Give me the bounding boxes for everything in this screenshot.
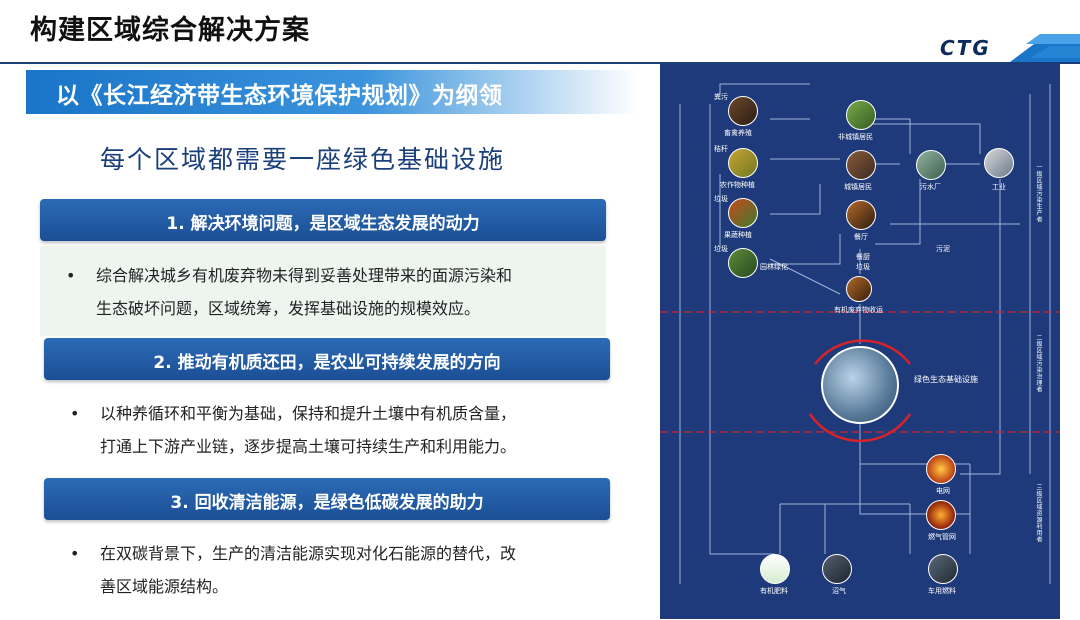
collection-icon bbox=[846, 276, 872, 302]
section-1-body: • 综合解决城乡有机废弃物未得到妥善处理带来的面源污染和 生态破坏问题，区域统筹… bbox=[66, 259, 596, 325]
section-1-body-bg bbox=[40, 246, 606, 336]
bullet: • bbox=[70, 544, 80, 563]
bullet: • bbox=[66, 266, 76, 285]
side-label-first: 一级区域污染生产者 bbox=[1035, 164, 1042, 223]
banner-text: 以《长江经济带生态环境保护规划》为纲领 bbox=[56, 83, 503, 109]
fertilizer-label: 有机肥料 bbox=[760, 587, 788, 595]
garden-icon bbox=[728, 248, 758, 278]
collection-label: 有机废弃物收运 bbox=[834, 306, 883, 314]
power-grid-label: 电网 bbox=[936, 487, 950, 495]
banner: 以《长江经济带生态环境保护规划》为纲领 bbox=[26, 70, 638, 114]
ecosystem-diagram: 畜禽养殖 粪污 农作物种植 秸秆 果蔬种植 垃圾 园林绿化 垃圾 非城镇居民 城… bbox=[660, 64, 1060, 619]
orchard-icon bbox=[728, 198, 758, 228]
straw-label: 秸秆 bbox=[714, 145, 728, 153]
section-1-heading-bar: 1. 解决环境问题，是区域生态发展的动力 bbox=[40, 199, 606, 241]
section-3-line-1: 在双碳背景下，生产的清洁能源实现对化石能源的替代，改 bbox=[100, 544, 517, 563]
gas-grid-icon bbox=[926, 500, 956, 530]
gas-grid-label: 燃气管网 bbox=[928, 533, 956, 541]
side-label-third: 三级区域资源利用者 bbox=[1035, 484, 1042, 543]
ctg-logo: CTG bbox=[930, 32, 1080, 62]
rural-residents-icon bbox=[846, 100, 876, 130]
side-label-second: 二级区域污染治理者 bbox=[1035, 334, 1042, 393]
section-2-heading: 2. 推动有机质还田，是农业可持续发展的方向 bbox=[153, 353, 501, 373]
logo-stripes-icon bbox=[1010, 34, 1080, 62]
urban-residents-label: 城镇居民 bbox=[844, 183, 872, 191]
biogas-icon bbox=[822, 554, 852, 584]
kitchen-label: 餐厨 bbox=[856, 253, 870, 261]
section-2-heading-bar: 2. 推动有机质还田，是农业可持续发展的方向 bbox=[44, 338, 610, 380]
livestock-icon bbox=[728, 96, 758, 126]
section-3-line-2: 善区域能源结构。 bbox=[100, 577, 229, 596]
logo-text: CTG bbox=[940, 36, 991, 60]
center-label: 绿色生态基础设施 bbox=[914, 375, 978, 384]
section-3-heading: 3. 回收清洁能源，是绿色低碳发展的助力 bbox=[170, 493, 484, 513]
section-2-line-2: 打通上下游产业链，逐步提高土壤可持续生产和利用能力。 bbox=[100, 437, 517, 456]
section-1-heading: 1. 解决环境问题，是区域生态发展的动力 bbox=[166, 214, 480, 234]
sewage-plant-label: 污水厂 bbox=[920, 183, 941, 191]
manure-label: 粪污 bbox=[714, 93, 728, 101]
industry-icon bbox=[984, 148, 1014, 178]
urban-residents-icon bbox=[846, 150, 876, 180]
subtitle: 每个区域都需要一座绿色基础设施 bbox=[100, 145, 506, 174]
sewage-plant-icon bbox=[916, 150, 946, 180]
section-1-line-2: 生态破坏问题，区域统筹，发挥基础设施的规模效应。 bbox=[96, 299, 481, 318]
industry-label: 工业 bbox=[992, 183, 1006, 191]
rural-residents-label: 非城镇居民 bbox=[838, 133, 873, 141]
garbage-label: 垃圾 bbox=[856, 263, 870, 271]
restaurant-label: 餐厅 bbox=[854, 233, 868, 241]
sludge-label: 污泥 bbox=[936, 245, 950, 253]
livestock-label: 畜禽养殖 bbox=[724, 129, 752, 137]
vehicle-fuel-label: 车用燃料 bbox=[928, 587, 956, 595]
section-3-heading-bar: 3. 回收清洁能源，是绿色低碳发展的助力 bbox=[44, 478, 610, 520]
biogas-label: 沼气 bbox=[832, 587, 846, 595]
section-2-line-1: 以种养循环和平衡为基础，保持和提升土壤中有机质含量， bbox=[100, 404, 517, 423]
power-grid-icon bbox=[926, 454, 956, 484]
section-1-line-1: 综合解决城乡有机废弃物未得到妥善处理带来的面源污染和 bbox=[96, 266, 513, 285]
garden-label: 园林绿化 bbox=[760, 263, 788, 271]
waste-label-2: 垃圾 bbox=[714, 245, 728, 253]
bullet: • bbox=[70, 404, 80, 423]
restaurant-icon bbox=[846, 200, 876, 230]
vehicle-fuel-icon bbox=[928, 554, 958, 584]
fertilizer-icon bbox=[760, 554, 790, 584]
orchard-label: 果蔬种植 bbox=[724, 231, 752, 239]
section-3-body: • 在双碳背景下，生产的清洁能源实现对化石能源的替代，改 善区域能源结构。 bbox=[70, 537, 600, 603]
section-2-body: • 以种养循环和平衡为基础，保持和提升土壤中有机质含量， 打通上下游产业链，逐步… bbox=[70, 397, 600, 463]
green-infrastructure-icon bbox=[821, 346, 899, 424]
waste-label-1: 垃圾 bbox=[714, 195, 728, 203]
crops-icon bbox=[728, 148, 758, 178]
page-title: 构建区域综合解决方案 bbox=[30, 15, 310, 46]
title-divider bbox=[0, 62, 1080, 64]
crops-label: 农作物种植 bbox=[720, 181, 755, 189]
